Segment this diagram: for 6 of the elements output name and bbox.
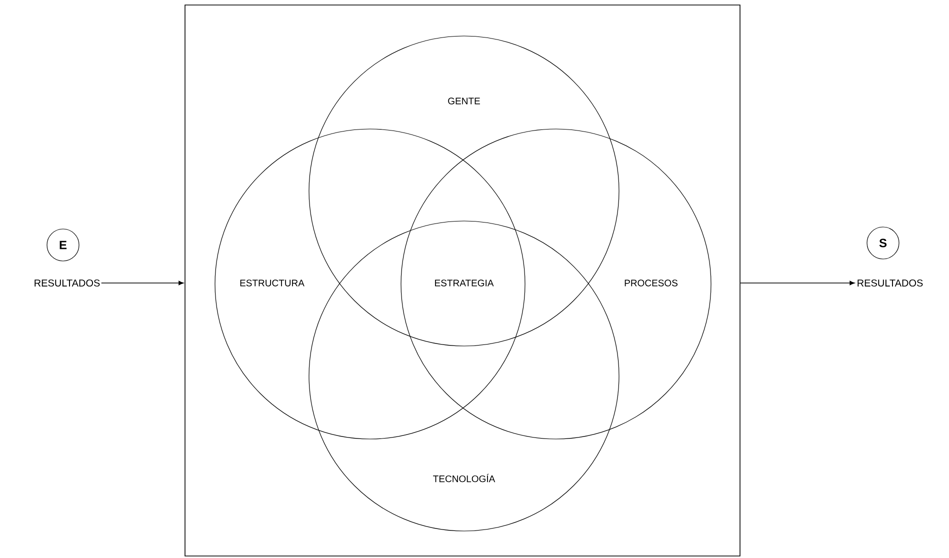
arrow: [101, 280, 184, 286]
frame-box: [184, 4, 740, 556]
arrow: [740, 280, 855, 286]
venn-label: ESTRATEGIA: [435, 280, 494, 286]
text-label: RESULTADOS: [858, 279, 923, 287]
text-label: RESULTADOS: [34, 279, 100, 287]
